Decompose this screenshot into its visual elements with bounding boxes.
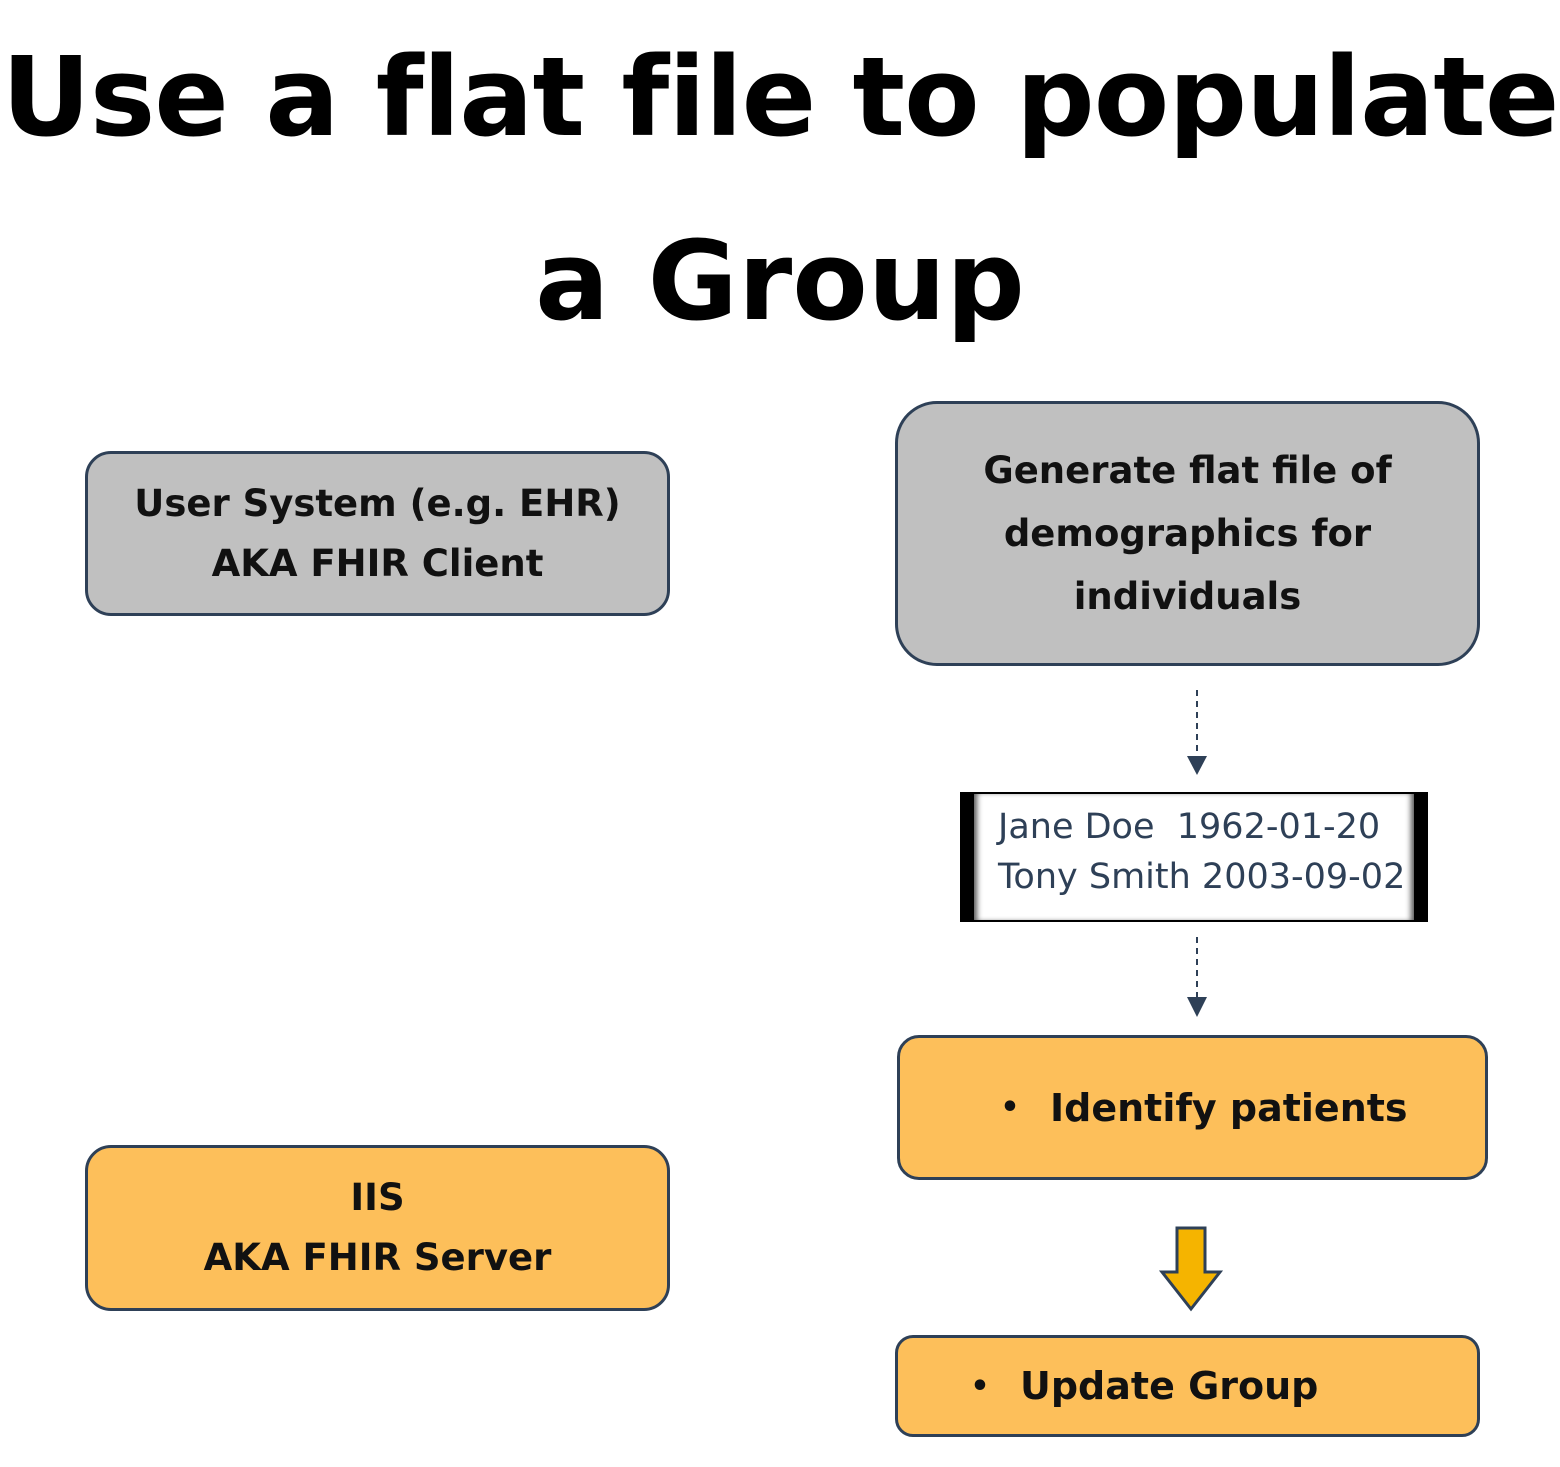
fhir-server-label: AKA FHIR Server xyxy=(203,1236,552,1279)
dashed-arrow-1 xyxy=(1187,690,1207,775)
iis-label: IIS xyxy=(350,1176,405,1219)
flat-file-sample: Jane Doe 1962-01-20 Tony Smith 2003-09-0… xyxy=(960,792,1428,922)
generate-flat-file-box: Generate flat file of demographics for i… xyxy=(895,401,1480,666)
generate-line-1: Generate flat file of xyxy=(983,449,1392,492)
identify-patients-label: Identify patients xyxy=(1050,1085,1408,1130)
generate-line-3: individuals xyxy=(1073,575,1302,618)
user-system-label: User System (e.g. EHR) xyxy=(134,481,621,525)
update-group-box: • Update Group xyxy=(895,1335,1480,1437)
flat-file-row: Tony Smith 2003-09-02 xyxy=(998,857,1406,897)
generate-line-2: demographics for xyxy=(1003,512,1372,555)
page-title-line-1: Use a flat file to populate xyxy=(1,33,1560,161)
block-arrow-down-icon xyxy=(1158,1226,1224,1312)
dashed-arrow-2 xyxy=(1187,937,1207,1017)
bullet-icon: • xyxy=(1000,1090,1020,1125)
identify-patients-box: • Identify patients xyxy=(897,1035,1488,1180)
iis-server-box: IIS AKA FHIR Server xyxy=(85,1145,670,1311)
user-system-box: User System (e.g. EHR) AKA FHIR Client xyxy=(85,451,670,616)
flat-file-row: Jane Doe 1962-01-20 xyxy=(998,807,1381,847)
page-title-line-2: a Group xyxy=(535,217,1025,345)
bullet-icon: • xyxy=(970,1368,990,1404)
fhir-client-label: AKA FHIR Client xyxy=(211,541,544,585)
update-group-label: Update Group xyxy=(1020,1364,1319,1408)
